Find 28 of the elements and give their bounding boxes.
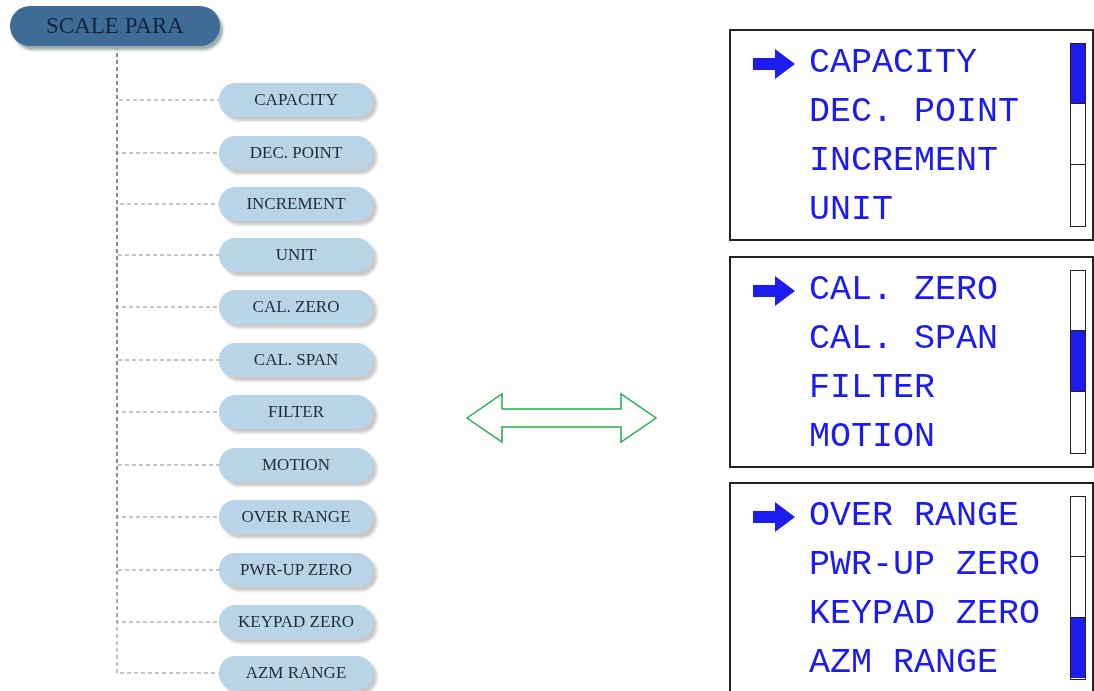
menu-root-button: SCALE PARA (10, 6, 220, 46)
menu-item-button: DEC. POINT (219, 136, 373, 170)
menu-item-button: FILTER (219, 395, 373, 429)
menu-item-text: MOTION (809, 417, 936, 457)
menu-item-text: DEC. POINT (809, 92, 1020, 132)
menu-item-button: CAL. SPAN (219, 343, 373, 377)
menu-item-button: OVER RANGE (219, 500, 373, 534)
menu-item-text: OVER RANGE (809, 496, 1020, 536)
menu-screen (729, 256, 1094, 468)
menu-item-text: CAL. SPAN (809, 319, 999, 359)
menu-item-text: PWR-UP ZERO (809, 545, 1041, 585)
menu-item-button: PWR-UP ZERO (219, 553, 373, 587)
menu-item-button: CAPACITY (219, 83, 373, 117)
menu-item-text: INCREMENT (809, 141, 999, 181)
menu-item-text: CAL. ZERO (809, 270, 999, 310)
menu-item-button: CAL. ZERO (219, 290, 373, 324)
menu-item-button: MOTION (219, 448, 373, 482)
menu-item-button: KEYPAD ZERO (219, 605, 373, 639)
menu-item-button: INCREMENT (219, 187, 373, 221)
menu-item-text: AZM RANGE (809, 643, 999, 683)
menu-item-text: FILTER (809, 368, 936, 408)
menu-screen (729, 482, 1094, 691)
menu-screen (729, 29, 1094, 241)
menu-item-text: CAPACITY (809, 43, 978, 83)
menu-item-text: UNIT (809, 190, 893, 230)
menu-item-button: UNIT (219, 238, 373, 272)
menu-item-button: AZM RANGE (219, 656, 373, 690)
menu-item-text: KEYPAD ZERO (809, 594, 1041, 634)
